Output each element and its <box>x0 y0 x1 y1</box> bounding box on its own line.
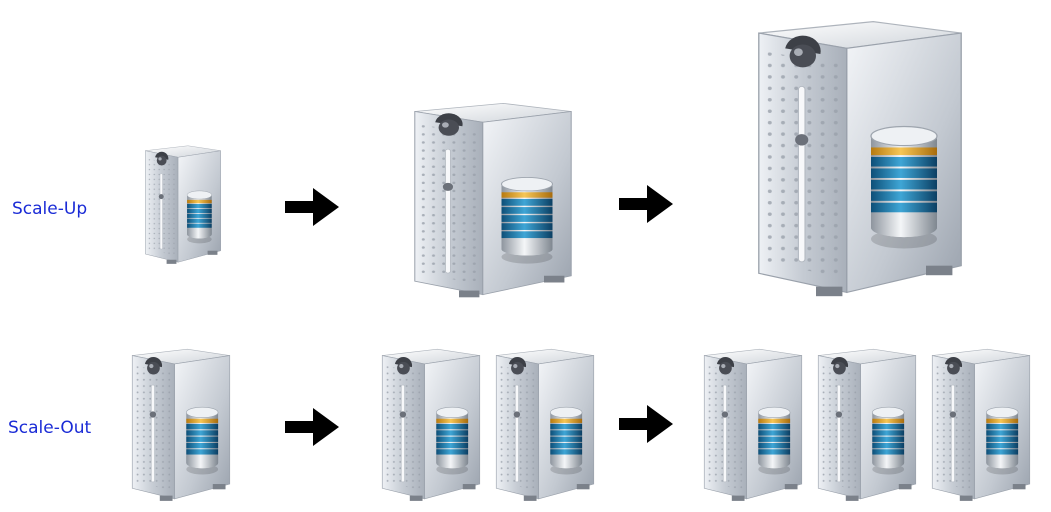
database-server-icon <box>492 345 598 503</box>
database-server-icon <box>928 345 1034 503</box>
database-server-icon <box>128 345 234 503</box>
right-arrow-icon <box>617 183 675 225</box>
scale-out-label: Scale-Out <box>8 418 92 438</box>
database-server-icon <box>700 345 806 503</box>
right-arrow-icon <box>283 186 341 228</box>
database-server-icon <box>378 345 484 503</box>
database-server-icon <box>814 345 920 503</box>
right-arrow-icon <box>283 406 341 448</box>
database-server-icon <box>408 98 578 300</box>
database-server-icon <box>750 14 970 300</box>
database-server-icon <box>142 142 224 266</box>
right-arrow-icon <box>617 403 675 445</box>
scale-up-label: Scale-Up <box>12 199 88 219</box>
